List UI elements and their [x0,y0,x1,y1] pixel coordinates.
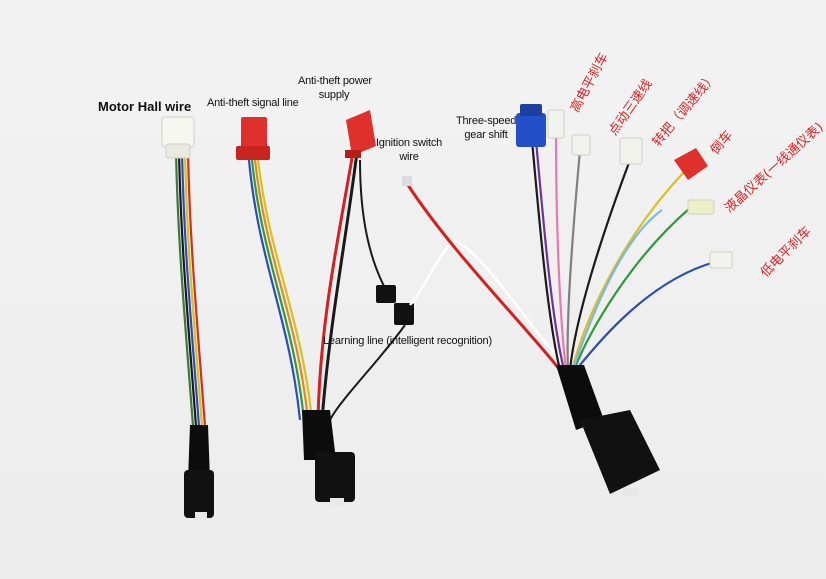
antitheft-power-label-line2: supply [318,89,350,101]
motor-hall-label: Motor Hall wire [98,99,192,114]
motor-hall-boot [188,425,210,480]
three-speed-connector [516,113,546,147]
main-boot [556,365,604,430]
antitheft-power-label-line1: Anti-theft power [298,75,372,87]
three-speed-label-line1: Three-speed [456,115,517,127]
three-speed-label: Three-speed gear shift [456,114,516,142]
motor-hall-harness [161,116,214,520]
ignition-label-line2: wire [399,151,419,163]
jog-connector [571,134,591,156]
motor-hall-plug [184,470,214,518]
antitheft-power-label: Anti-theft power supply [298,74,372,102]
three-speed-label-line2: gear shift [464,129,508,141]
learning-connector [376,285,396,303]
ignition-label-line1: Ignition switch [375,137,443,149]
main-harness [402,104,733,496]
antitheft-plug [315,452,355,502]
antitheft-signal-connector [241,117,267,149]
antitheft-signal-label: Anti-theft signal line [207,97,299,109]
ignition-label: Ignition switch wire [374,136,444,164]
lcd-connector [687,199,715,215]
motor-hall-connector [161,116,195,148]
reverse-connector [674,148,708,180]
throttle-connector [619,137,643,165]
antitheft-signal-harness [236,110,456,506]
antitheft-power-connector [346,110,376,156]
learning-label: Learning line (intelligent recognition) [323,335,492,347]
antitheft-boot [302,410,336,460]
low-brake-connector [709,251,733,269]
main-plug [580,410,660,494]
high-brake-connector [547,109,565,139]
